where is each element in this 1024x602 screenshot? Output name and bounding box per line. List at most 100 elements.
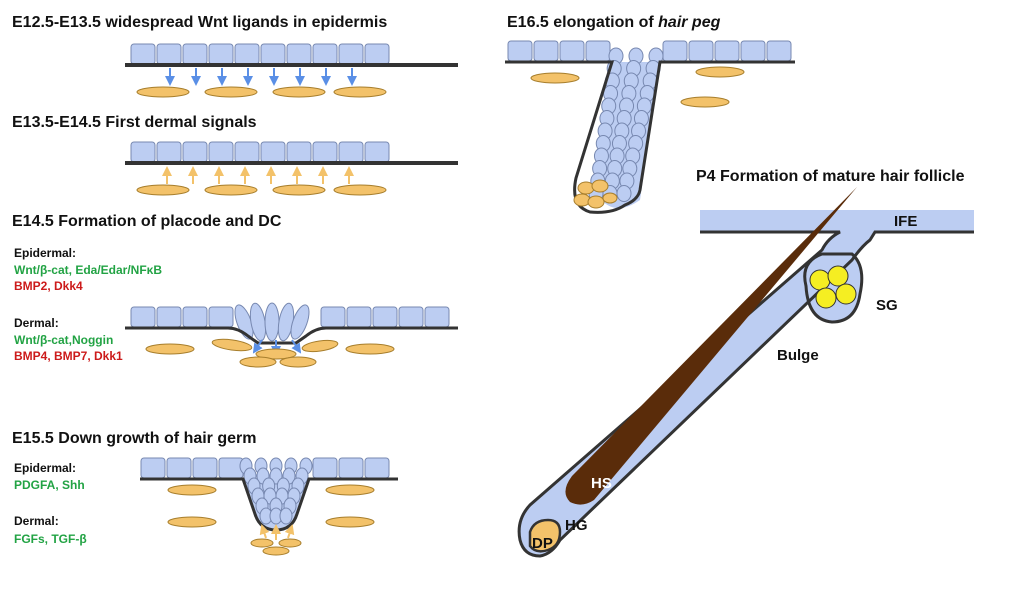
stage1-epidermis	[130, 43, 390, 65]
epidermal-cell	[208, 141, 234, 163]
stage3-placode	[234, 302, 310, 342]
dermal-papilla-cell	[587, 195, 605, 209]
sebaceous-cell	[827, 265, 849, 287]
epidermal-cell	[208, 43, 234, 65]
dermal-papilla-cell	[573, 193, 591, 207]
epidermal-cell	[585, 40, 611, 62]
stage6-interfollicular-epidermis	[700, 210, 974, 232]
dermal-cell	[167, 516, 217, 528]
dermal-cell	[278, 538, 302, 548]
dermal-condensate-cell	[211, 338, 253, 352]
epidermal-cell	[372, 306, 398, 328]
epidermal-cell	[208, 306, 234, 328]
stage6-follicle-fill	[519, 232, 974, 556]
dermal-condensate-cell	[145, 343, 195, 355]
dermal-condensate-cell	[255, 348, 297, 360]
stage2-title: E13.5-E14.5 First dermal signals	[12, 114, 257, 131]
epidermal-cell	[338, 43, 364, 65]
stage5-hair-peg-cells	[588, 47, 664, 202]
stage3-epidermal-positive: Wnt/β-cat, Eda/Edar/NFκB	[14, 263, 162, 277]
epidermal-cell	[182, 141, 208, 163]
dermal-cell	[204, 86, 258, 98]
placode-cell	[264, 302, 280, 342]
stage6-title: P4 Formation of mature hair follicle	[696, 168, 965, 185]
epidermal-cell	[312, 457, 338, 479]
stage4-dermal-header: Dermal:	[14, 514, 59, 528]
sebaceous-cell	[815, 287, 837, 309]
epidermal-cell	[559, 40, 585, 62]
stage1-dermal-cells	[136, 86, 387, 98]
stage5-title: E16.5 elongation of hair peg	[507, 14, 721, 31]
dermal-condensate-cell	[345, 343, 395, 355]
epidermal-cell	[346, 306, 372, 328]
dermal-cell	[333, 86, 387, 98]
placode-signal-arrow	[252, 339, 263, 354]
germ-cell	[279, 507, 293, 525]
dermal-condensate-cell	[279, 356, 317, 368]
epidermal-cell	[740, 40, 766, 62]
stage3-dermal-header: Dermal:	[14, 316, 59, 330]
stage3-dermal-negative: BMP4, BMP7, Dkk1	[14, 349, 123, 363]
epidermal-cell	[338, 457, 364, 479]
epidermal-cell	[364, 141, 390, 163]
dermal-cell	[680, 96, 730, 108]
epidermal-cell	[192, 457, 218, 479]
stage3-epidermal-header: Epidermal:	[14, 246, 76, 260]
epidermal-cell	[260, 43, 286, 65]
placode-signal-arrow	[291, 339, 302, 354]
stage6-dermal-papilla-shape	[528, 518, 562, 553]
epidermal-cell	[260, 141, 286, 163]
epidermal-cell	[130, 141, 156, 163]
dermal-cell	[204, 184, 258, 196]
epidermal-cell	[218, 457, 244, 479]
epidermal-cell	[166, 457, 192, 479]
stage3-dermal-condensate	[145, 338, 395, 368]
dermal-papilla-cell	[602, 192, 618, 204]
germ-signal-arrow	[259, 524, 270, 539]
epidermal-cell	[364, 457, 390, 479]
epidermal-cell	[714, 40, 740, 62]
epidermal-cell	[312, 43, 338, 65]
stage5-dermal-papilla	[573, 179, 618, 209]
epidermal-cell	[182, 306, 208, 328]
dermal-cell	[262, 546, 290, 556]
stage6-sebaceous-cells	[809, 265, 857, 309]
epidermal-cell	[130, 306, 156, 328]
dermal-cell	[167, 484, 217, 496]
dermal-cell	[136, 86, 190, 98]
dermal-cell	[325, 484, 375, 496]
stage5-epidermis	[507, 40, 792, 62]
dermal-condensate-cell	[239, 356, 277, 368]
stage3-dermal-positive: Wnt/β-cat,Noggin	[14, 333, 113, 347]
epidermal-cell	[320, 306, 346, 328]
dermal-condensate-cell	[301, 339, 339, 353]
label-bulge: Bulge	[777, 347, 819, 364]
dermal-cell	[333, 184, 387, 196]
epidermal-cell	[140, 457, 166, 479]
epidermal-cell	[234, 43, 260, 65]
stage1-title: E12.5-E13.5 widespread Wnt ligands in ep…	[12, 14, 387, 31]
epidermal-cell	[156, 306, 182, 328]
epidermal-cell	[688, 40, 714, 62]
stage4-dermal-positive: FGFs, TGF-β	[14, 532, 87, 546]
stage5-title-italic: hair peg	[658, 14, 720, 31]
epidermal-cell	[234, 141, 260, 163]
stage5-basement-membrane	[505, 60, 795, 214]
dermal-cell	[136, 184, 190, 196]
epidermal-cell	[424, 306, 450, 328]
stage5-dermal-cells	[530, 66, 745, 108]
placode-cell	[290, 304, 310, 340]
epidermal-cell	[182, 43, 208, 65]
stage6-hair-shaft	[565, 187, 857, 505]
label-sg: SG	[876, 297, 898, 314]
stage4-hair-germ-cells	[239, 457, 313, 525]
epidermal-cell	[766, 40, 792, 62]
germ-signal-arrow	[284, 524, 295, 539]
dermal-cell	[272, 184, 326, 196]
label-dp: DP	[532, 535, 553, 552]
sebaceous-cell	[835, 283, 857, 305]
epidermal-cell	[286, 43, 312, 65]
epidermal-cell	[130, 43, 156, 65]
stage6-follicle-outline	[517, 230, 974, 558]
